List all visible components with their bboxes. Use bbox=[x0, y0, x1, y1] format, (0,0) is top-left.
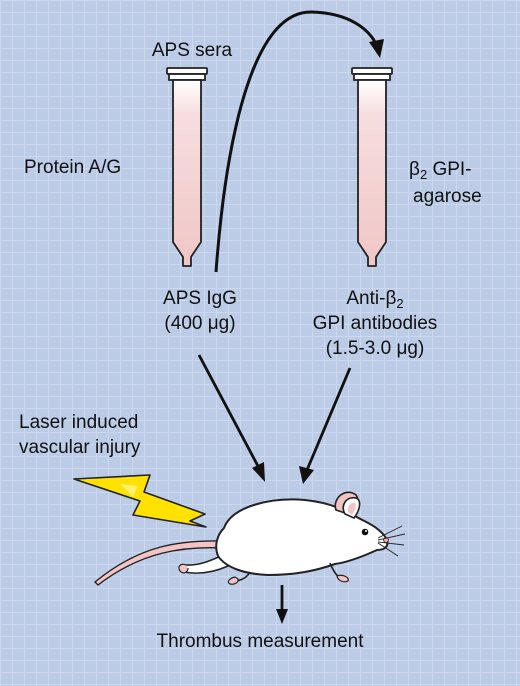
protein-ag-label: Protein A/G bbox=[24, 157, 122, 178]
thrombus-label: Thrombus measurement bbox=[156, 631, 364, 652]
agarose-label: agarose bbox=[413, 186, 482, 207]
anti-b2-label: Anti-β2 bbox=[300, 288, 450, 310]
b2gpi-beta: β bbox=[409, 159, 420, 180]
b2gpi-agarose-column bbox=[351, 67, 393, 267]
antibody-arrow bbox=[299, 367, 352, 484]
anti-b2-prefix: Anti-β bbox=[346, 288, 397, 309]
igg-arrow bbox=[197, 354, 265, 482]
b2gpi-label: β2 GPI- bbox=[409, 159, 472, 181]
aps-igg-amount: (400 μg) bbox=[164, 313, 236, 334]
anti-amount-label: (1.5-3.0 μg) bbox=[325, 338, 425, 359]
anti-b2-subscript: 2 bbox=[396, 296, 404, 311]
mouse-icon bbox=[94, 491, 406, 586]
aps-igg-label: APS IgG bbox=[163, 288, 237, 309]
protein-ag-column bbox=[166, 67, 208, 267]
gpi-antibodies-label: GPI antibodies bbox=[312, 313, 438, 334]
transfer-arrow bbox=[214, 10, 384, 273]
aps-sera-label: APS sera bbox=[151, 40, 233, 61]
laser-label-line1: Laser induced bbox=[19, 412, 139, 433]
b2gpi-rest: GPI- bbox=[427, 159, 472, 180]
measurement-arrow bbox=[276, 585, 288, 624]
b2gpi-subscript: 2 bbox=[419, 167, 428, 182]
lightning-bolt-icon bbox=[73, 474, 207, 528]
laser-label-line2: vascular injury bbox=[19, 437, 141, 458]
